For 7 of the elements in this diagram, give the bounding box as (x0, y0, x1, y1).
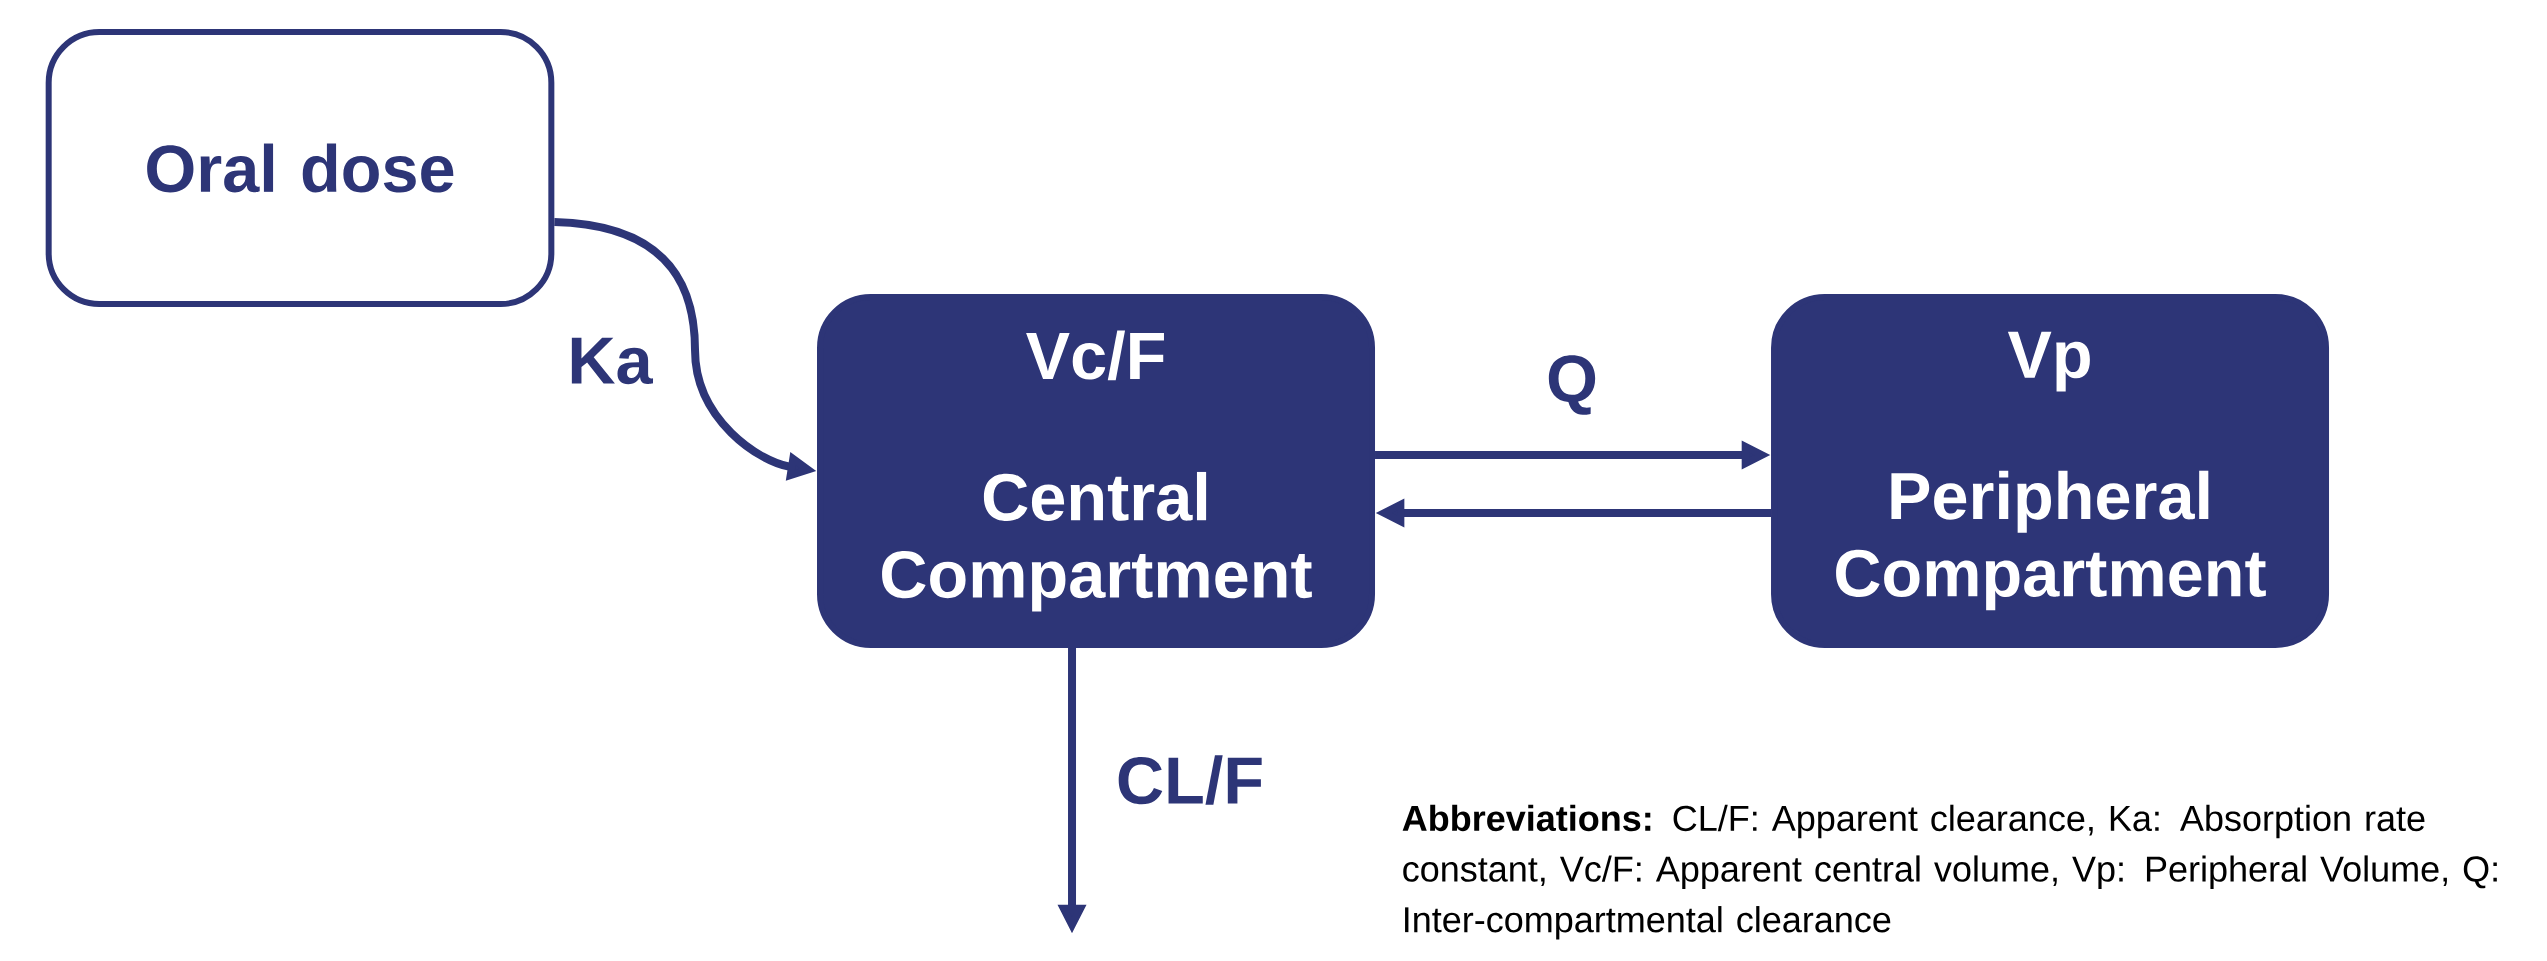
abbreviations-note: Abbreviations: CL/F: Apparent clearance, Ka: Absorption rate constant, Vc/F: Apparent central volume, Vp: Peripheral Volume, Q: Inter-compartmental clearance (1402, 804, 2497, 940)
compartment-box: Vp Peripheral Compartment (1771, 294, 2330, 648)
compartment-box: Oral dose (45, 29, 555, 307)
edge-label: CL/F (1118, 755, 1262, 805)
edge-label: Ka (571, 337, 654, 385)
compartment-box: Vc/F Central Compartment (817, 294, 1375, 648)
edge-label: Q (1548, 355, 1596, 415)
